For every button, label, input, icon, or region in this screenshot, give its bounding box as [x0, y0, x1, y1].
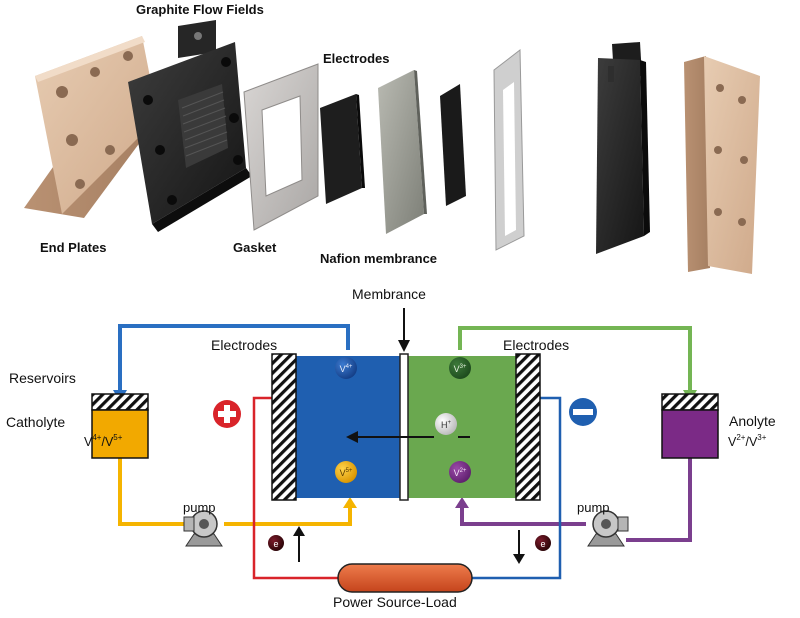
electrode-right: [440, 84, 466, 206]
label-graphite-flow-fields: Graphite Flow Fields: [136, 2, 264, 17]
ion-v5: V5+: [335, 461, 357, 483]
label-catholyte: Catholyte: [6, 414, 66, 430]
label-reservoirs: Reservoirs: [9, 370, 76, 386]
negative-terminal-icon: [569, 398, 597, 426]
anolyte-feed-pipe: [458, 326, 692, 394]
anolyte-pump-outlet-pipe: [460, 502, 586, 526]
end-plate-left: [24, 36, 158, 218]
label-pump-right: pump: [577, 500, 610, 515]
membrane-bar: [399, 353, 409, 501]
electrode-plate-right: [515, 353, 541, 501]
svg-text:e: e: [540, 539, 545, 549]
end-plate-right: [684, 56, 760, 274]
current-arrow-down: [513, 530, 525, 564]
electron-right-icon: e: [535, 535, 551, 551]
label-anolyte: Anolyte: [729, 413, 776, 429]
label-gasket: Gasket: [233, 240, 277, 255]
external-circuit: [252, 396, 562, 580]
exploded-stack: [24, 20, 760, 274]
anolyte-return-pipe: [626, 458, 692, 542]
ion-v2: V2+: [449, 461, 471, 483]
nafion-membrane: [378, 70, 427, 234]
current-arrow-up: [293, 526, 305, 562]
power-source-load-icon: [337, 563, 473, 593]
svg-text:V3+: V3+: [454, 364, 467, 374]
label-pump-left: pump: [183, 500, 216, 515]
ion-v3: V3+: [449, 357, 471, 379]
graphite-flow-field-left: [128, 20, 252, 232]
ion-h: H+: [435, 413, 457, 435]
ion-v4: V4+: [335, 357, 357, 379]
svg-text:V4+: V4+: [340, 364, 353, 374]
positive-terminal-icon: [213, 400, 241, 428]
electron-left-icon: e: [268, 535, 284, 551]
catholyte-return-pipe: [118, 458, 196, 526]
label-nafion-membrance: Nafion membrance: [320, 251, 438, 266]
catholyte-pump-outlet-pipe: [224, 502, 352, 526]
anolyte-reservoir: [661, 393, 719, 459]
graphite-flow-field-right: [596, 42, 650, 254]
pump-right-icon: [587, 510, 629, 547]
svg-text:V2+: V2+: [454, 468, 467, 478]
arrow-up-left: [343, 497, 357, 508]
gasket-left: [243, 63, 319, 231]
label-electrodes-right: Electrodes: [503, 337, 570, 353]
catholyte-species: V4+/V5+: [84, 433, 123, 449]
label-membrance: Membrance: [352, 286, 426, 302]
svg-text:V5+: V5+: [340, 468, 353, 478]
arrow-up-right: [455, 497, 469, 508]
label-power-source-load: Power Source-Load: [333, 594, 457, 610]
pump-left-icon: [183, 510, 223, 547]
circuit-wire-blue: [470, 396, 562, 580]
electrode-left: [320, 94, 365, 204]
label-electrodes-left: Electrodes: [211, 337, 278, 353]
pipes: [118, 324, 692, 542]
label-end-plates: End Plates: [40, 240, 107, 255]
anolyte-species: V2+/V3+: [728, 433, 767, 449]
svg-text:H+: H+: [441, 420, 452, 430]
catholyte-reservoir: [91, 393, 149, 459]
label-electrodes-top: Electrodes: [323, 51, 390, 66]
catholyte-feed-pipe: [118, 324, 350, 394]
gasket-right: [493, 49, 525, 251]
svg-text:e: e: [273, 539, 278, 549]
circuit-wire-red: [252, 396, 340, 580]
electrode-plate-left: [271, 353, 297, 501]
